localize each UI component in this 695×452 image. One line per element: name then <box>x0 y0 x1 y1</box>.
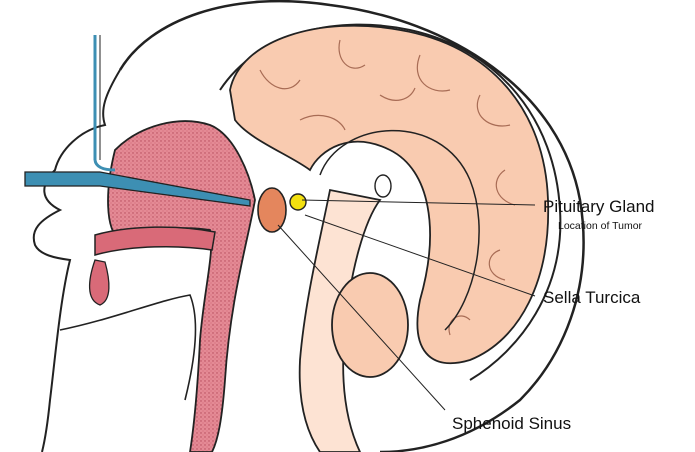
sphenoid-sinus-shape <box>258 188 286 232</box>
pituitary-gland-shape <box>290 194 306 210</box>
nasal-cavity <box>108 121 255 452</box>
label-pituitary-gland: Pituitary Gland <box>543 197 655 217</box>
uvula <box>90 260 109 305</box>
label-pituitary-sub: Location of Tumor <box>558 220 642 232</box>
label-sphenoid-sinus: Sphenoid Sinus <box>452 414 571 434</box>
label-sella-turcica: Sella Turcica <box>543 288 640 308</box>
palate <box>95 227 215 255</box>
cerebellum <box>332 273 408 377</box>
jaw-outline <box>60 295 195 400</box>
ventricle <box>375 175 391 197</box>
face-profile <box>34 70 120 452</box>
